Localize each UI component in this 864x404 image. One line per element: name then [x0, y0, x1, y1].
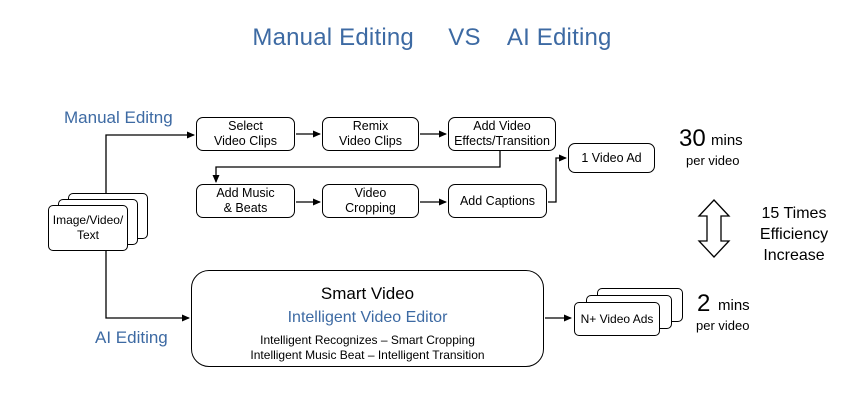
manual-time-number: 30 — [679, 125, 706, 152]
step-video-cropping: Video Cropping — [322, 184, 419, 218]
efficiency-line-3: Increase — [763, 247, 825, 264]
smart-video-subtitle: Intelligent Video Editor — [287, 309, 448, 326]
smart-video-box: Smart Video Intelligent Video Editor Int… — [191, 270, 544, 367]
arrow-effects-to-music — [212, 151, 501, 183]
step-add-captions: Add Captions — [448, 184, 547, 218]
step-add-video-effects: Add Video Effects/Transition — [448, 117, 556, 151]
ai-lane-label: AI Editing — [95, 328, 168, 347]
ai-time-number: 2 — [697, 290, 711, 317]
arrow-input-to-select — [105, 131, 195, 198]
efficiency-line-1: 15 Times — [761, 205, 827, 222]
manual-time-sub: per video — [686, 153, 740, 168]
ai-time-unit: mins — [718, 297, 750, 314]
page-title: Manual Editing VS AI Editing — [252, 24, 612, 51]
double-arrow-icon — [697, 199, 731, 258]
arrow-input-to-smart-video — [105, 245, 190, 322]
ai-output-box: N+ Video Ads — [574, 302, 660, 336]
smart-video-title: Smart Video — [320, 284, 415, 303]
manual-output-box: 1 Video Ad — [568, 143, 655, 173]
manual-lane-label: Manual Editng — [64, 108, 173, 127]
efficiency-label: 15 Times Efficiency Increase — [744, 203, 844, 266]
arrow-captions-to-output — [548, 154, 567, 203]
smart-video-feature-2: Intelligent Music Beat – Intelligent Tra… — [250, 348, 485, 362]
step-remix-video-clips: Remix Video Clips — [322, 117, 419, 151]
ai-time-sub: per video — [696, 318, 750, 333]
efficiency-line-2: Efficiency — [759, 226, 829, 243]
step-select-video-clips: Select Video Clips — [196, 117, 295, 151]
input-content-box: Image/Video/ Text — [48, 205, 128, 251]
manual-time-unit: mins — [711, 132, 743, 149]
step-add-music-beats: Add Music & Beats — [196, 184, 295, 218]
smart-video-feature-1: Intelligent Recognizes – Smart Cropping — [260, 333, 475, 347]
